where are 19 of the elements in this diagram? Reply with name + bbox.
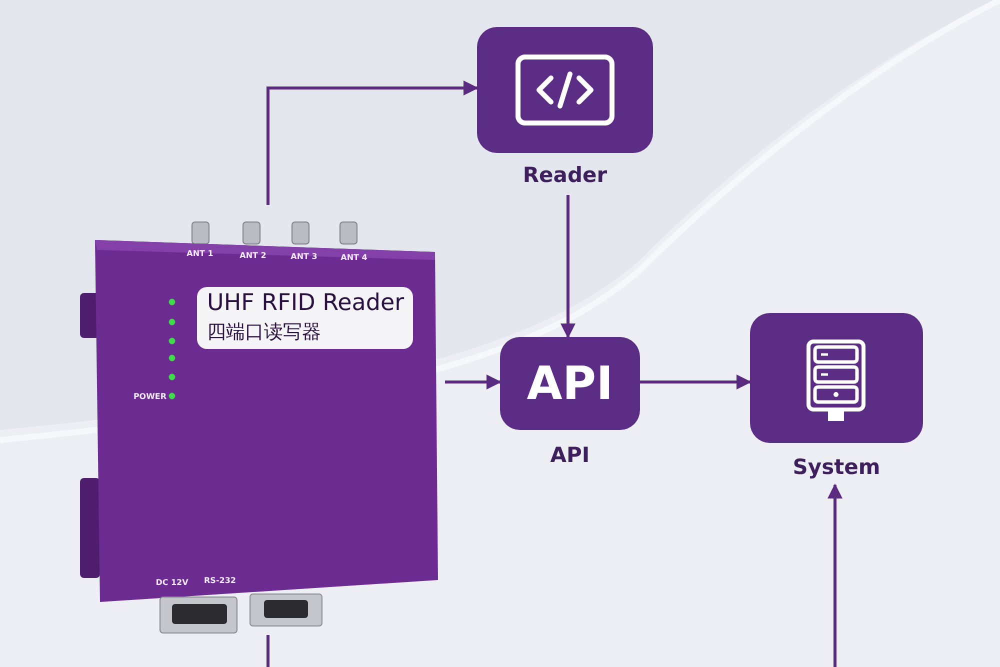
led-label: POWER — [133, 392, 167, 401]
port-label: ANT 4 — [340, 253, 368, 262]
arrow — [560, 195, 576, 338]
box-caption: API — [549, 443, 591, 467]
port-label: ANT 3 — [290, 252, 318, 261]
api-box: API — [500, 337, 640, 430]
device-subtitle: 四端口读写器 — [207, 320, 321, 345]
arrow — [266, 80, 478, 205]
connector-line — [266, 635, 270, 667]
device-title: UHF RFID Reader — [207, 290, 404, 316]
port-label: RS-232 — [204, 576, 236, 585]
box-caption: System — [792, 455, 882, 479]
port-label: ANT 2 — [240, 251, 266, 260]
port-label: ANT 1 — [186, 249, 214, 258]
port-label: DC 12V — [156, 578, 188, 587]
box-caption: Reader — [522, 163, 608, 187]
arrow — [640, 374, 752, 390]
arrow — [828, 484, 842, 667]
arrow — [445, 374, 502, 390]
